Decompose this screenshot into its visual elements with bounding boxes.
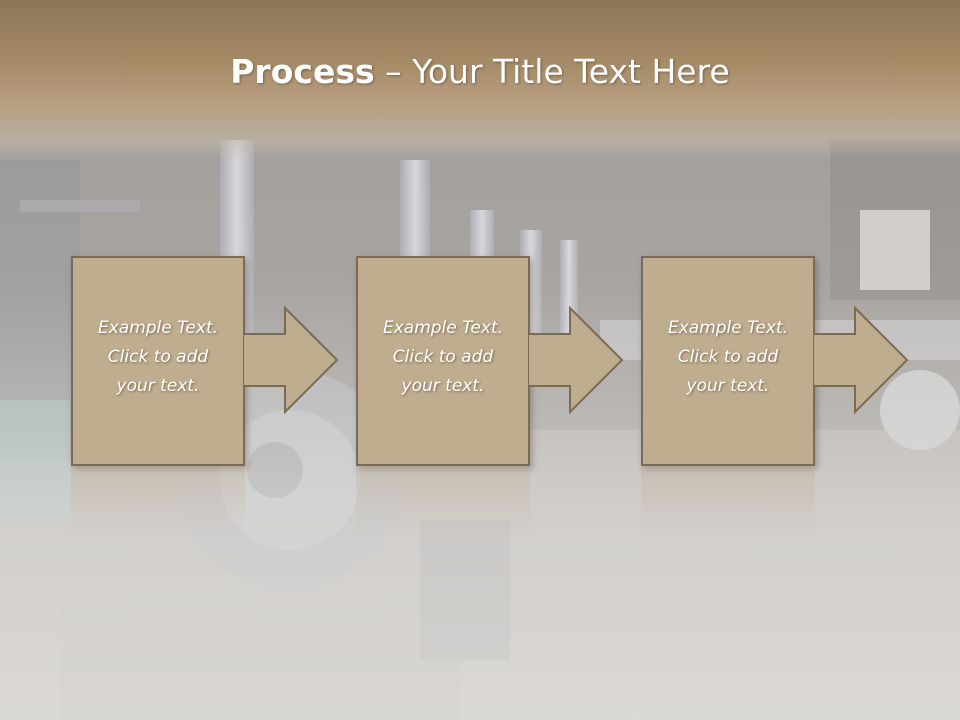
- process-step-1[interactable]: Example Text. Click to add your text.: [71, 256, 245, 466]
- process-step-3[interactable]: Example Text. Click to add your text.: [641, 256, 815, 466]
- step-reflection: [356, 466, 530, 536]
- title-dash: –: [374, 52, 413, 91]
- slide-title[interactable]: Process – Your Title Text Here: [0, 52, 960, 91]
- right-arrow-icon: [813, 306, 909, 414]
- header-band: [0, 0, 960, 160]
- step-reflection: [641, 466, 815, 536]
- right-arrow-icon: [243, 306, 339, 414]
- title-bold: Process: [230, 52, 375, 91]
- title-rest: Your Title Text Here: [412, 52, 730, 91]
- process-step-2[interactable]: Example Text. Click to add your text.: [356, 256, 530, 466]
- right-arrow-icon: [528, 306, 624, 414]
- step-reflection: [71, 466, 245, 536]
- step-text[interactable]: Example Text. Click to add your text.: [97, 318, 219, 396]
- step-text[interactable]: Example Text. Click to add your text.: [382, 318, 504, 396]
- step-text[interactable]: Example Text. Click to add your text.: [667, 318, 789, 396]
